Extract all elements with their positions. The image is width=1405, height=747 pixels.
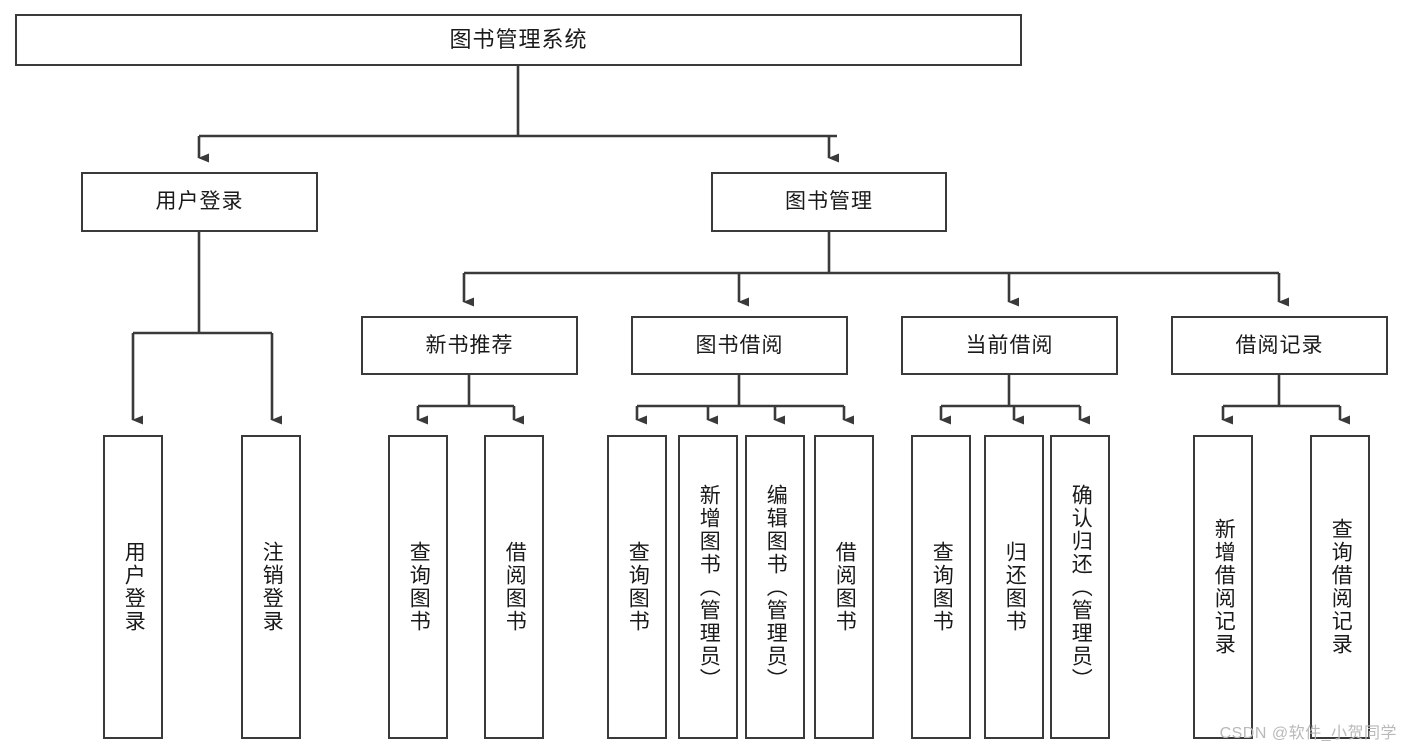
leaf-logout[interactable]: 注销登录 <box>241 435 301 739</box>
node-borrow-record-label: 借阅记录 <box>1235 333 1324 357</box>
leaf-query-borrow-record-label: 查询借阅记录 <box>1329 518 1353 656</box>
leaf-query-borrow-record[interactable]: 查询借阅记录 <box>1310 435 1370 739</box>
leaf-edit-book-admin[interactable]: 编辑图书（管理员） <box>745 435 805 739</box>
leaf-borrow-book-recommend[interactable]: 借阅图书 <box>484 435 544 739</box>
node-new-book-recommend-label: 新书推荐 <box>425 333 514 357</box>
leaf-add-borrow-record[interactable]: 新增借阅记录 <box>1193 435 1253 739</box>
leaf-confirm-return-admin[interactable]: 确认归还（管理员） <box>1050 435 1110 739</box>
leaf-add-book-admin[interactable]: 新增图书（管理员） <box>678 435 738 739</box>
leaf-return-book[interactable]: 归还图书 <box>984 435 1044 739</box>
leaf-confirm-return-admin-label: 确认归还（管理员） <box>1069 483 1093 691</box>
node-book-management-label: 图书管理 <box>785 190 873 214</box>
leaf-query-book-current[interactable]: 查询图书 <box>911 435 971 739</box>
leaf-query-book-borrow-label: 查询图书 <box>626 541 650 633</box>
leaf-return-book-label: 归还图书 <box>1003 541 1027 633</box>
leaf-borrow-book[interactable]: 借阅图书 <box>814 435 874 739</box>
leaf-borrow-book-recommend-label: 借阅图书 <box>503 541 527 633</box>
node-book-management[interactable]: 图书管理 <box>711 172 947 232</box>
leaf-query-book-borrow[interactable]: 查询图书 <box>607 435 667 739</box>
leaf-user-login[interactable]: 用户登录 <box>103 435 163 739</box>
leaf-user-login-label: 用户登录 <box>122 541 146 633</box>
node-user-login[interactable]: 用户登录 <box>81 172 318 232</box>
leaf-add-borrow-record-label: 新增借阅记录 <box>1212 518 1236 656</box>
leaf-query-book-recommend[interactable]: 查询图书 <box>388 435 448 739</box>
leaf-query-book-current-label: 查询图书 <box>930 541 954 633</box>
node-user-login-label: 用户登录 <box>155 190 244 214</box>
node-new-book-recommend[interactable]: 新书推荐 <box>361 316 578 375</box>
leaf-logout-label: 注销登录 <box>260 541 284 633</box>
node-current-borrow[interactable]: 当前借阅 <box>901 316 1118 375</box>
node-borrow-record[interactable]: 借阅记录 <box>1171 316 1388 375</box>
node-book-borrow[interactable]: 图书借阅 <box>631 316 848 375</box>
leaf-add-book-admin-label: 新增图书（管理员） <box>697 483 721 691</box>
leaf-edit-book-admin-label: 编辑图书（管理员） <box>764 483 788 691</box>
node-root-label: 图书管理系统 <box>449 26 588 52</box>
watermark: CSDN @软件_小贺同学 <box>1219 725 1397 742</box>
node-book-borrow-label: 图书借阅 <box>695 333 784 357</box>
leaf-borrow-book-label: 借阅图书 <box>833 541 857 633</box>
node-current-borrow-label: 当前借阅 <box>965 333 1054 357</box>
leaf-query-book-recommend-label: 查询图书 <box>407 541 431 633</box>
node-root[interactable]: 图书管理系统 <box>15 14 1022 66</box>
